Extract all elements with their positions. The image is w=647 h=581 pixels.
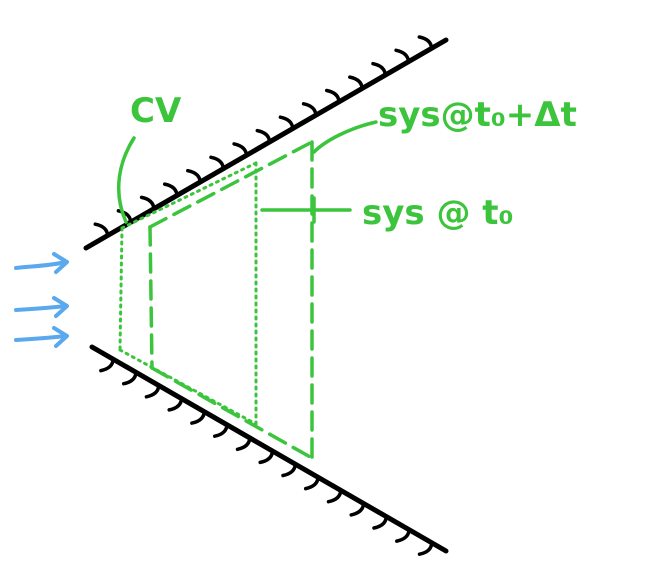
hatch-mark <box>121 370 138 386</box>
system-at-t0-plus-dt-boundary <box>148 140 314 460</box>
hatch-mark <box>235 436 252 452</box>
hatch-mark <box>303 475 320 491</box>
hatch-mark <box>372 514 389 530</box>
system-at-t0-boundary <box>118 161 258 426</box>
hatch-mark <box>281 462 298 478</box>
hatch-mark <box>255 128 272 144</box>
hatch-mark <box>212 423 229 438</box>
hatch-mark <box>348 75 364 91</box>
upper-wall <box>83 35 449 251</box>
hatch-mark <box>209 155 226 171</box>
sys-now-leader-line <box>260 196 352 224</box>
inflow-arrow-icon <box>14 326 69 348</box>
sys-later-left-edge <box>148 225 154 370</box>
hatch-mark <box>371 61 388 77</box>
hatch-mark <box>190 409 207 425</box>
hatch-mark <box>144 383 161 399</box>
sys-later-top-edge <box>148 140 314 229</box>
hatch-mark <box>162 182 179 198</box>
hatch-mark <box>258 449 275 465</box>
cv-left-edge <box>118 226 124 352</box>
hatch-mark <box>186 168 202 184</box>
hatch-mark <box>99 357 115 373</box>
inflow-arrows <box>14 252 69 348</box>
hatch-mark <box>349 501 366 517</box>
lower-wall-line <box>89 344 449 554</box>
sys-now-label: sys @ t₀ <box>362 193 513 233</box>
hatch-mark <box>394 48 411 64</box>
sys-later-leader-line <box>312 120 378 154</box>
cv-leader-line <box>116 136 136 224</box>
hatch-mark <box>395 527 411 543</box>
hatch-mark <box>139 195 156 211</box>
inflow-arrow-icon <box>14 252 69 274</box>
lower-wall-hatching <box>99 357 434 556</box>
hatch-mark <box>324 88 341 104</box>
hatch-mark <box>417 35 434 51</box>
upper-wall-hatching <box>93 35 434 238</box>
cv-label: CV <box>130 91 182 131</box>
hatch-mark <box>301 102 318 117</box>
hatch-mark <box>278 115 295 131</box>
hatch-mark <box>167 396 184 412</box>
sys-later-bottom-edge <box>150 366 314 460</box>
hatch-mark <box>326 488 343 504</box>
lower-wall <box>89 344 449 556</box>
hatch-mark <box>417 541 434 556</box>
hatch-mark <box>93 222 110 238</box>
inflow-arrow-icon <box>14 296 69 318</box>
sys-later-label: sys@t₀+Δt <box>378 95 577 135</box>
hatch-mark <box>232 142 249 158</box>
